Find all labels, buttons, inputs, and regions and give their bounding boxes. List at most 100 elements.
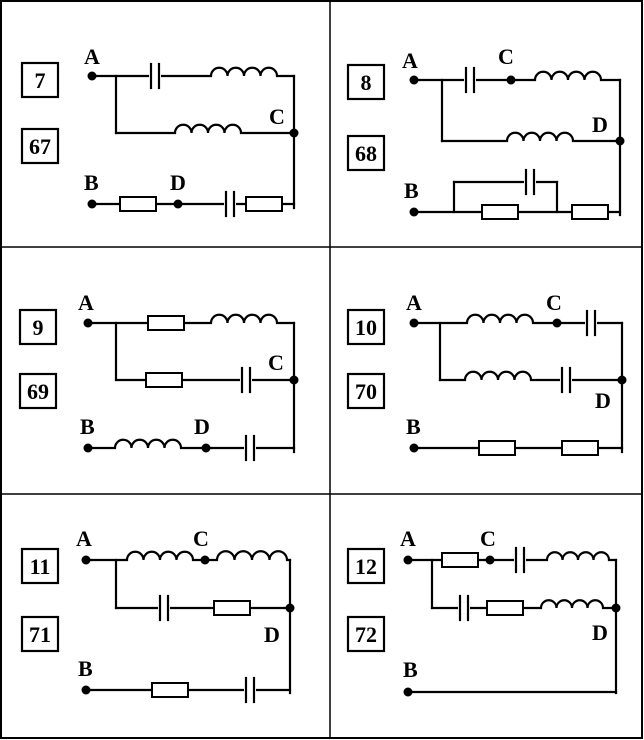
node-label: D [264, 622, 280, 647]
capacitor [244, 434, 256, 462]
variant-number-box [346, 547, 386, 585]
variant-number-text: 8 [361, 70, 372, 95]
resistor [571, 204, 609, 220]
inductor-coil [505, 131, 575, 143]
node-dot [506, 75, 516, 85]
variant-number-box [346, 134, 386, 172]
node-label: A [76, 526, 92, 551]
inductor-coil [533, 70, 603, 82]
capacitor [560, 366, 572, 394]
node-dot [173, 199, 183, 209]
variant-number: 8 [346, 63, 386, 101]
variant-number-box [20, 547, 60, 585]
variant-number: 11 [20, 547, 60, 585]
inductor-coil [209, 66, 279, 78]
variant-number: 67 [20, 127, 60, 165]
node-label: A [400, 526, 416, 551]
variant-number-text: 9 [33, 315, 44, 340]
node-dot [409, 443, 419, 453]
inductor [465, 313, 535, 325]
node-dot [87, 71, 97, 81]
node-dot [409, 75, 419, 85]
variant-number: 9 [18, 308, 58, 346]
inductor [173, 123, 243, 135]
capacitor [158, 594, 170, 622]
inductor-coil [539, 599, 605, 610]
variant-number: 10 [346, 308, 386, 346]
variant-number: 71 [20, 615, 60, 653]
node-label: C [546, 290, 562, 315]
variant-number: 68 [346, 134, 386, 172]
resistor [478, 440, 516, 456]
inductor [215, 550, 289, 562]
resistor [213, 600, 251, 616]
node-dot [200, 555, 210, 565]
node-dot [409, 207, 419, 217]
node-label: A [402, 48, 418, 73]
cell-5: 11 71 A B C D [20, 526, 295, 704]
variant-number-box [346, 63, 386, 101]
node-label: C [480, 526, 496, 551]
variant-number-text: 72 [355, 622, 377, 647]
node-dot [409, 318, 419, 328]
inductor-coil [173, 123, 243, 135]
node-label: D [170, 170, 186, 195]
node-dot [289, 128, 299, 138]
capacitor [585, 309, 597, 337]
inductor-coil [113, 438, 183, 450]
inductor [463, 370, 533, 382]
node-dot [615, 136, 625, 146]
variant-number: 72 [346, 615, 386, 653]
resistor [119, 196, 157, 212]
inductor [125, 550, 195, 562]
node-dot [611, 603, 621, 613]
variant-number: 69 [18, 372, 58, 410]
variant-number-box [20, 127, 60, 165]
node-dot [403, 687, 413, 697]
node-label: D [595, 388, 611, 413]
node-dot [285, 603, 295, 613]
inductor [209, 313, 279, 325]
capacitor [524, 168, 536, 196]
node-dot [617, 375, 627, 385]
inductor [545, 551, 611, 562]
inductor-coil [125, 550, 195, 562]
variant-number-box [20, 61, 60, 99]
variant-number-text: 70 [355, 379, 377, 404]
capacitor [240, 366, 252, 394]
node-label: B [404, 178, 419, 203]
resistor [486, 600, 524, 616]
node-dot [552, 318, 562, 328]
node-label: A [84, 44, 100, 69]
node-dot [201, 443, 211, 453]
node-label: B [78, 656, 93, 681]
node-label: B [84, 170, 99, 195]
inductor-coil [215, 550, 289, 562]
node-label: D [194, 414, 210, 439]
capacitor [244, 676, 256, 704]
node-dot [485, 555, 495, 565]
capacitor [458, 594, 470, 622]
variant-number-box [18, 308, 58, 346]
node-label: B [80, 414, 95, 439]
node-dot [289, 375, 299, 385]
resistor [481, 204, 519, 220]
node-label: A [406, 290, 422, 315]
variant-number-box [346, 372, 386, 410]
node-label: C [193, 526, 209, 551]
inductor [539, 599, 605, 610]
resistor [245, 196, 283, 212]
variant-number-text: 68 [355, 141, 377, 166]
variant-number-text: 11 [30, 554, 51, 579]
inductor-coil [545, 551, 611, 562]
capacitor [514, 546, 526, 574]
variant-number: 12 [346, 547, 386, 585]
variant-number-text: 10 [355, 315, 377, 340]
node-dot [403, 555, 413, 565]
